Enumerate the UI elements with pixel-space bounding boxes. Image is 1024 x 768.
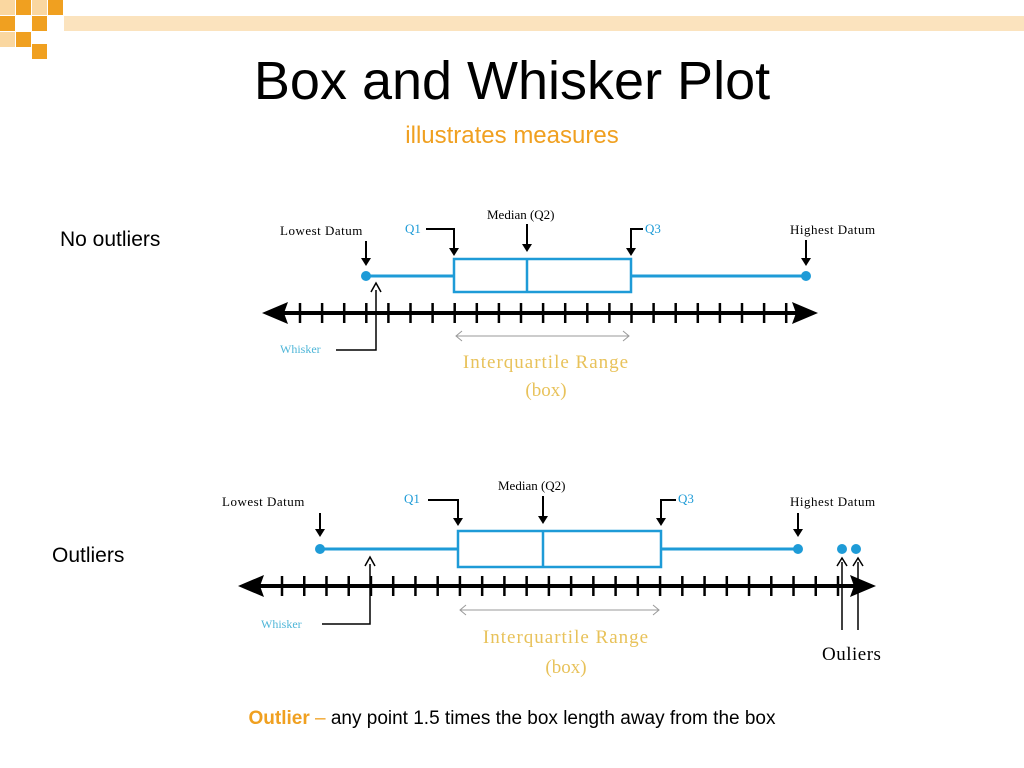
lowest-datum-label: Lowest Datum: [280, 223, 363, 238]
highest-datum-point-2: [793, 544, 803, 554]
q3-label-2: Q3: [678, 491, 694, 506]
outlier-point-1: [837, 544, 847, 554]
median-label-2: Median (Q2): [498, 478, 566, 493]
highest-datum-label-2: Highest Datum: [790, 494, 876, 509]
whisker-label-2: Whisker: [261, 617, 302, 631]
corner-decoration: [0, 0, 1024, 59]
number-line-bottom: [238, 575, 876, 597]
outlier-point-2: [851, 544, 861, 554]
highest-datum-label: Highest Datum: [790, 222, 876, 237]
lowest-datum-label-2: Lowest Datum: [222, 494, 305, 509]
outlier-keyword: Outlier: [248, 708, 310, 729]
iqr-label: Interquartile Range: [463, 352, 629, 373]
highest-datum-point: [801, 271, 811, 281]
iqr-box: [452, 257, 633, 294]
box-label-2: (box): [545, 657, 586, 678]
slide-subtitle: illustrates measures: [405, 122, 619, 149]
outlier-definition: Outlier – any point 1.5 times the box le…: [0, 708, 1024, 730]
lowest-datum-point: [361, 271, 371, 281]
q1-label: Q1: [405, 221, 421, 236]
whisker-label: Whisker: [280, 342, 321, 356]
box-label: (box): [525, 380, 566, 401]
slide-title: Box and Whisker Plot: [253, 51, 771, 111]
number-line-top: [262, 302, 818, 324]
label-outliers: Outliers: [52, 544, 125, 567]
median-label: Median (Q2): [487, 207, 555, 222]
outlier-dash: –: [309, 708, 331, 729]
q1-label-2: Q1: [404, 491, 420, 506]
lowest-datum-point-2: [315, 544, 325, 554]
q3-label: Q3: [645, 221, 661, 236]
diagram-outliers: Lowest Datum Q1 Median (Q2) Q3 Highest D…: [222, 478, 881, 678]
outlier-definition-text: any point 1.5 times the box length away …: [330, 708, 776, 729]
diagram-no-outliers: Lowest Datum Q1 Median (Q2) Q3 Highest D…: [262, 207, 876, 401]
label-no-outliers: No outliers: [60, 228, 161, 251]
iqr-box-2: [456, 529, 663, 569]
iqr-label-2: Interquartile Range: [483, 627, 649, 648]
outliers-label: Ouliers: [822, 644, 881, 665]
